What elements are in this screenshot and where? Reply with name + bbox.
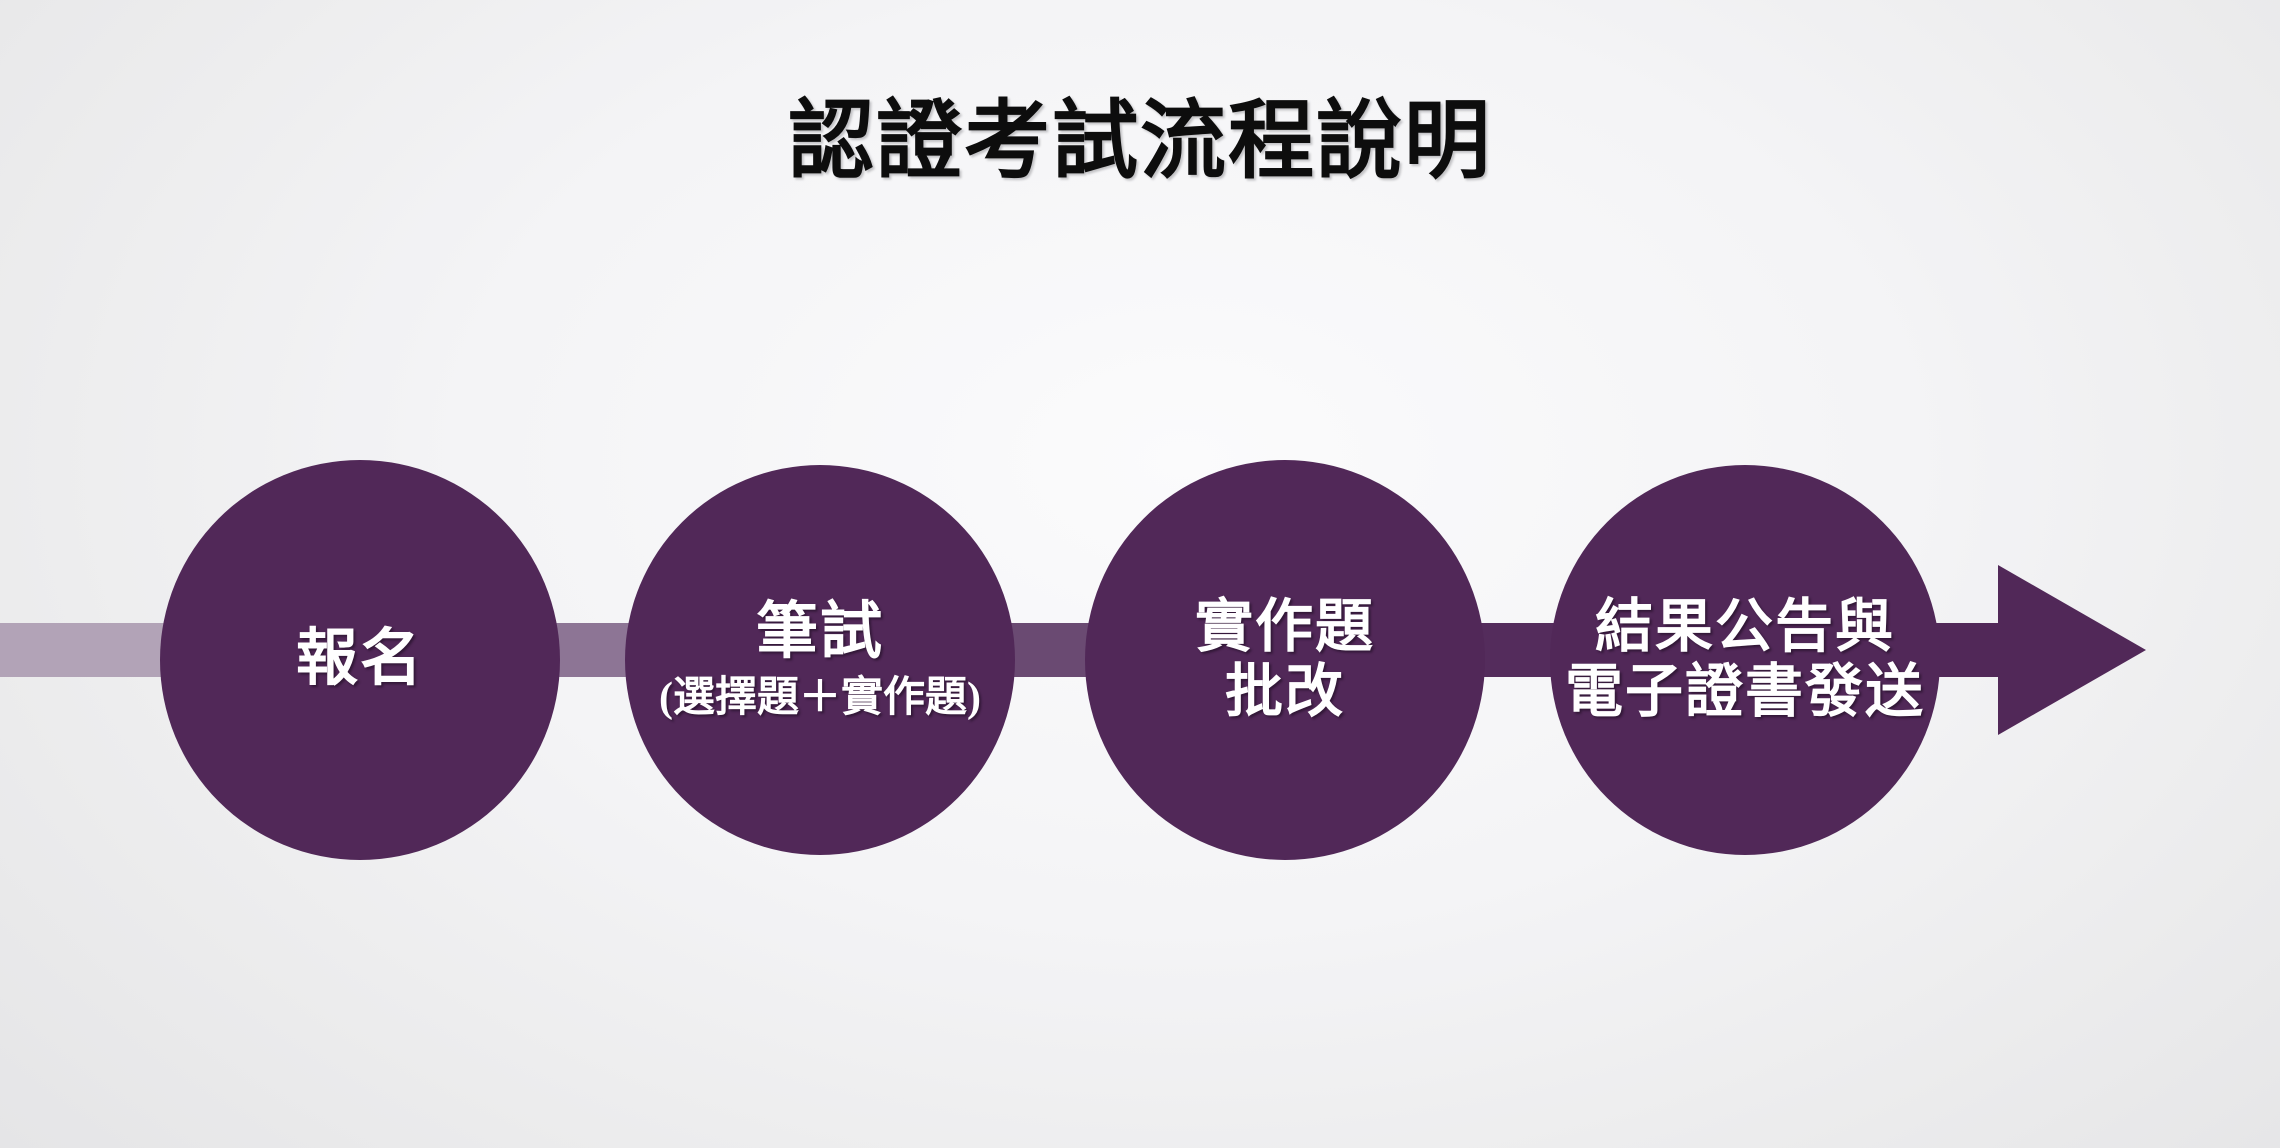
flow-step-2-label: 筆試 <box>756 598 884 667</box>
flow-step-4-line-2: 電子證書發送 <box>1564 659 1925 724</box>
flow-step-3-line-2: 批改 <box>1224 659 1345 724</box>
flow-step-2[interactable]: 筆試 (選擇題＋實作題) <box>625 465 1015 855</box>
flow-step-1-label: 報名 <box>296 625 424 694</box>
flow-step-2-line-1: 筆試 <box>755 598 884 667</box>
process-flow-diagram: 報名 筆試 (選擇題＋實作題) 實作題 批改 結果公告與 電子證書發送 <box>0 440 2280 860</box>
flow-step-4-label: 結果公告與 電子證書發送 <box>1564 594 1925 725</box>
flow-step-3[interactable]: 實作題 批改 <box>1085 460 1485 860</box>
flow-step-2-sublabel: (選擇題＋實作題) <box>659 674 981 721</box>
flow-step-1-line-1: 報名 <box>295 625 424 694</box>
flow-step-4[interactable]: 結果公告與 電子證書發送 <box>1550 465 1940 855</box>
flow-step-4-line-1: 結果公告與 <box>1594 594 1895 660</box>
page-title: 認證考試流程說明 <box>788 93 1492 189</box>
flow-step-3-label: 實作題 批改 <box>1194 594 1375 725</box>
flow-step-3-line-1: 實作題 <box>1194 594 1375 660</box>
flow-arrow-head-icon <box>1998 565 2146 735</box>
flow-step-1[interactable]: 報名 <box>160 460 560 860</box>
